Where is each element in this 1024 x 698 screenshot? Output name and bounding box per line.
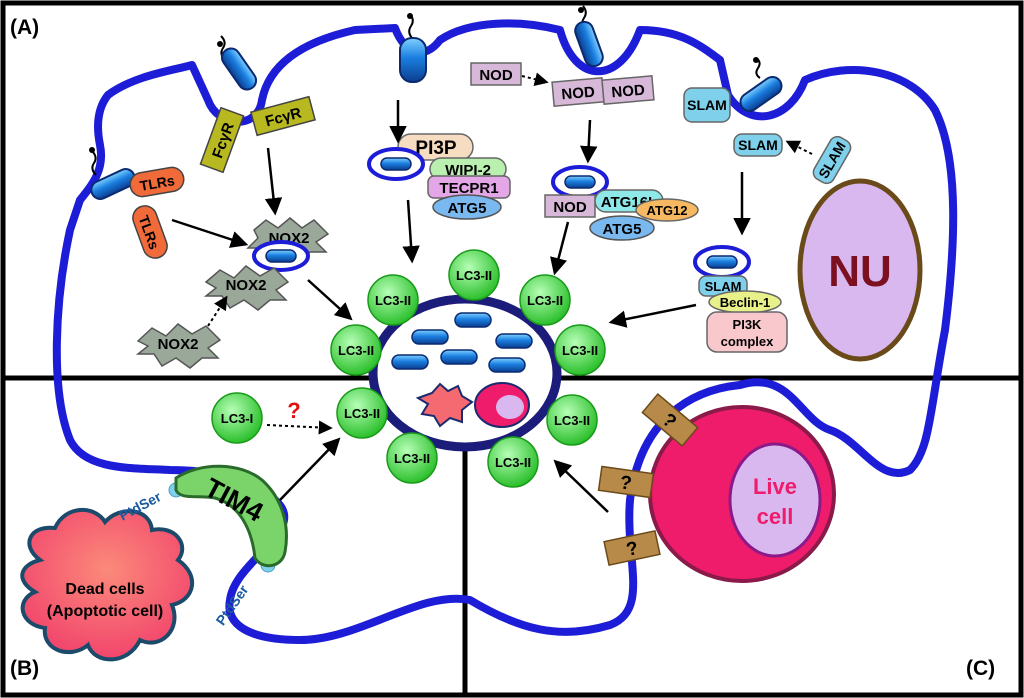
nox2-label-mid: NOX2 <box>226 277 267 294</box>
phagosome-pi3p-cargo <box>380 157 412 171</box>
dead-cell <box>20 507 195 662</box>
svg-text:LC3-II: LC3-II <box>527 293 563 308</box>
tlr-label-lower: TLRs <box>132 205 168 259</box>
svg-text:LC3-II: LC3-II <box>495 455 531 470</box>
nod-surface-left: NOD <box>551 77 605 107</box>
svg-text:?: ? <box>624 538 640 561</box>
phagosome-nox2-cargo <box>265 249 297 263</box>
panel-label-a: (A) <box>10 16 39 39</box>
dead-cell-label-line2: (Apoptotic cell) <box>47 603 163 620</box>
slam-free: SLAM <box>812 135 852 185</box>
nod-phagosome-label: NOD <box>553 199 587 216</box>
svg-text:LC3-II: LC3-II <box>562 343 598 358</box>
svg-text:NOD: NOD <box>561 84 596 104</box>
atg5-badge-right <box>589 215 655 241</box>
pi3k-complex-badge <box>706 311 788 353</box>
lc3-i-bubble <box>211 392 263 444</box>
lc3-conversion-question: ? <box>287 398 300 423</box>
nox2-star-low <box>135 323 222 369</box>
atg12-badge <box>635 198 699 222</box>
unknown-receptor-mid: ? <box>597 465 655 499</box>
slam-surface-right-badge <box>733 133 783 157</box>
live-cell-label-line1: Live <box>753 474 797 499</box>
pi3k-label-line2: complex <box>721 334 775 349</box>
live-cell-nucleus <box>728 442 822 558</box>
unknown-receptor-top: ? <box>641 393 699 447</box>
atg5-badge-left <box>432 194 502 220</box>
receptor-nod-surface <box>574 5 604 68</box>
atg5-label-right: ATG5 <box>603 221 642 238</box>
pi3p-label: PI3P <box>415 138 457 159</box>
slam-surface-left-badge <box>683 87 731 123</box>
phagosome-slam-cargo <box>706 255 738 269</box>
svg-text:LC3-II: LC3-II <box>456 268 492 283</box>
svg-text:LC3-II: LC3-II <box>375 293 411 308</box>
pathway-arrows <box>171 100 751 513</box>
lc3-i-label: LC3-I <box>221 411 254 426</box>
receptor-tlr-surface <box>89 147 136 200</box>
panel-label-c: (C) <box>966 657 995 680</box>
svg-text:NOD: NOD <box>611 82 646 102</box>
receptor-slam-surface <box>739 57 783 113</box>
dotted-arrows <box>207 72 813 435</box>
panel-label-b: (B) <box>10 657 39 680</box>
fcgr-label-left: FcγR <box>199 106 245 174</box>
nox2-label-low: NOX2 <box>158 336 199 353</box>
phagosome-nod-cargo <box>564 175 596 189</box>
nod-phagosome-badge <box>544 194 596 218</box>
atg12-label: ATG12 <box>647 203 688 218</box>
wipi2-label: WIPI-2 <box>445 162 491 179</box>
beclin1-label: Beclin-1 <box>720 295 771 310</box>
nod-surface-right: NOD <box>601 75 655 105</box>
tim4-receptor <box>174 464 288 568</box>
receptor-fcgr-surface <box>217 35 258 91</box>
slam-surface-right-label: SLAM <box>738 137 778 153</box>
dead-cell-label-line1: Dead cells <box>65 581 144 598</box>
tlr-label-upper: TLRs <box>129 166 185 198</box>
slam-surface-left-label: SLAM <box>687 97 727 113</box>
unknown-receptor-bottom: ? <box>603 529 661 567</box>
nod-cytosolic-badge <box>470 62 522 86</box>
apoptotic-fragment <box>415 382 474 428</box>
slam-phagosome-label: SLAM <box>705 279 742 294</box>
nod-cytosolic-label: NOD <box>479 67 513 84</box>
nucleus-label: NU <box>828 247 892 296</box>
lc3-ii-ring: LC3-II LC3-II LC3-II LC3-II LC3-II LC3-I… <box>330 249 606 488</box>
tecpr1-label: TECPR1 <box>439 180 498 197</box>
svg-text:LC3-II: LC3-II <box>338 343 374 358</box>
nucleus <box>797 178 923 362</box>
svg-text:?: ? <box>619 472 633 494</box>
engulfed-live-cell-nucleus <box>496 395 524 419</box>
atg5-label-left: ATG5 <box>448 200 487 217</box>
live-cell-label-line2: cell <box>757 504 794 529</box>
receptor-top-surface <box>399 13 427 83</box>
pi3k-label-line1: PI3K <box>733 317 763 332</box>
laposome-cargo <box>391 312 533 373</box>
svg-text:LC3-II: LC3-II <box>394 451 430 466</box>
svg-text:TLRs: TLRs <box>139 172 176 194</box>
svg-text:LC3-II: LC3-II <box>344 406 380 421</box>
svg-text:LC3-II: LC3-II <box>554 413 590 428</box>
